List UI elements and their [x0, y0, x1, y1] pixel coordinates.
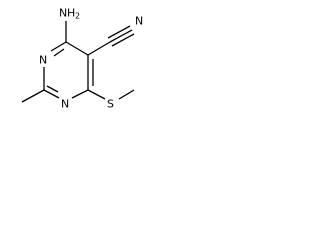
bond-n1-c2-inner	[46, 85, 59, 93]
amino-n-label: N	[59, 7, 67, 20]
bond-nitrile-1	[109, 29, 133, 43]
ring-n-left-label: N	[39, 54, 47, 67]
bond-s-methyl	[118, 89, 135, 100]
amino-h-count-label: 2	[75, 12, 80, 21]
ring-n-bottom-label: N	[61, 98, 69, 111]
bond-c6-n1	[71, 89, 89, 99]
amino-h-label: H	[67, 7, 75, 20]
molecule-structure: N H 2 N N N S	[21, 7, 143, 111]
bond-c2-methyl	[21, 89, 45, 103]
bond-nitrile-3	[111, 33, 135, 47]
bond-n3-c4	[50, 41, 67, 52]
bond-n3-c4-inner	[53, 48, 65, 57]
bond-c4-c5	[65, 41, 89, 56]
bond-c5-cn	[87, 41, 111, 56]
sulfur-label: S	[107, 98, 114, 111]
bond-n1-c2	[43, 89, 60, 99]
bond-c6-s	[87, 89, 106, 100]
bond-nitrile-2	[107, 25, 131, 39]
nitrile-n-label: N	[135, 15, 143, 28]
